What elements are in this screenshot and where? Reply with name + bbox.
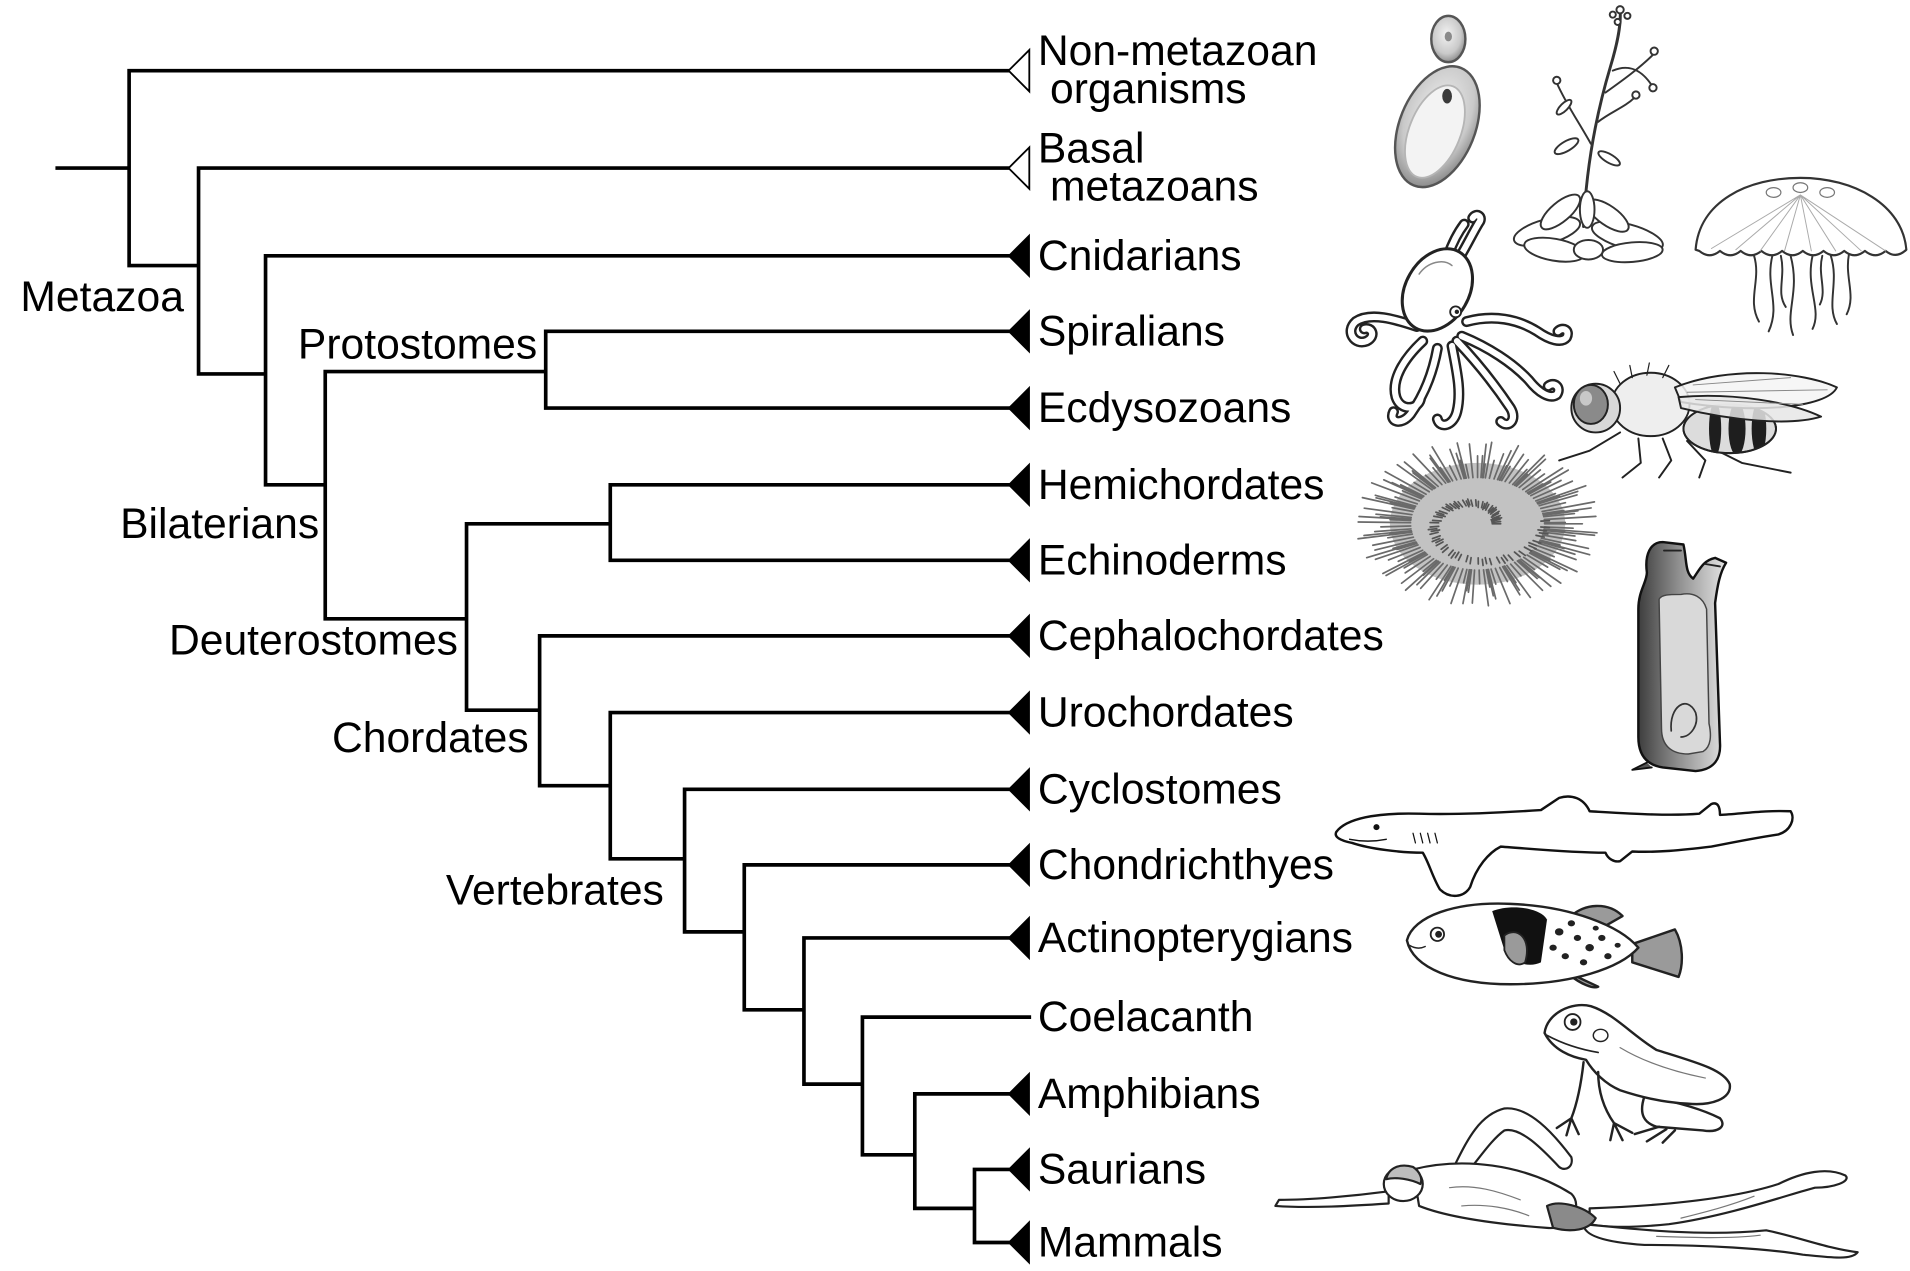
- clade-label-metazoa: Metazoa: [20, 273, 184, 321]
- swimmer-icon: [1275, 1108, 1857, 1257]
- yeast-cell-icon: [1379, 16, 1496, 200]
- leaf-chondrichthyes: Chondrichthyes: [1009, 841, 1334, 889]
- leaf-label: Urochordates: [1038, 689, 1294, 737]
- leaf-tips: Non-metazoanorganismsBasalmetazoansCnida…: [1009, 27, 1384, 1266]
- pufferfish-icon: [1407, 904, 1682, 988]
- filled-triangle-icon: [1009, 311, 1030, 352]
- leaf-label: Cephalochordates: [1038, 612, 1384, 660]
- leaf-label: Cyclostomes: [1038, 765, 1282, 813]
- sea-squirt-icon: [1632, 542, 1726, 771]
- leaf-label: Amphibians: [1038, 1070, 1261, 1118]
- open-triangle-icon: [1009, 50, 1030, 91]
- open-triangle-icon: [1009, 147, 1030, 188]
- filled-triangle-icon: [1009, 917, 1030, 958]
- leaf-label-line-2: metazoans: [1050, 162, 1259, 210]
- clade-label-deuterostomes: Deuterostomes: [169, 617, 458, 665]
- leaf-label: Coelacanth: [1038, 993, 1254, 1041]
- clade-labels: Metazoa Protostomes Bilaterians Deuteros…: [20, 273, 663, 914]
- leaf-label: Spiralians: [1038, 307, 1225, 355]
- leaf-label: Echinoderms: [1038, 536, 1287, 584]
- leaf-spiralians: Spiralians: [1009, 307, 1225, 355]
- clade-label-bilaterians: Bilaterians: [120, 500, 319, 548]
- filled-triangle-icon: [1009, 1149, 1030, 1190]
- filled-triangle-icon: [1009, 769, 1030, 810]
- filled-triangle-icon: [1009, 235, 1030, 276]
- leaf-label: Chondrichthyes: [1038, 841, 1334, 889]
- fruit-fly-icon: [1559, 363, 1837, 478]
- leaf-actinopterygians: Actinopterygians: [1009, 914, 1353, 962]
- leaf-label: Ecdysozoans: [1038, 384, 1292, 432]
- leaf-label: Saurians: [1038, 1145, 1206, 1193]
- leaf-hemichordates: Hemichordates: [1009, 461, 1325, 509]
- leaf-label: Mammals: [1038, 1218, 1223, 1266]
- leaf-cyclostomes: Cyclostomes: [1009, 765, 1282, 813]
- leaf-mammals: Mammals: [1009, 1218, 1223, 1266]
- sea-urchin-icon: [1358, 442, 1597, 605]
- leaf-urochordates: Urochordates: [1009, 689, 1294, 737]
- filled-triangle-icon: [1009, 844, 1030, 885]
- filled-triangle-icon: [1009, 1222, 1030, 1263]
- clade-label-vertebrates: Vertebrates: [446, 866, 664, 914]
- filled-triangle-icon: [1009, 540, 1030, 581]
- leaf-label-line-2: organisms: [1050, 65, 1247, 113]
- clade-label-protostomes: Protostomes: [298, 321, 537, 369]
- shark-icon: [1336, 797, 1793, 896]
- filled-triangle-icon: [1009, 1073, 1030, 1114]
- clade-label-chordates: Chordates: [332, 714, 529, 762]
- leaf-coelacanth: Coelacanth: [1038, 993, 1254, 1041]
- frog-icon: [1545, 1005, 1730, 1143]
- jellyfish-icon: [1696, 178, 1907, 335]
- leaf-echinoderms: Echinoderms: [1009, 536, 1287, 584]
- arabidopsis-plant-icon: [1511, 6, 1666, 266]
- leaf-label: Actinopterygians: [1038, 914, 1353, 962]
- filled-triangle-icon: [1009, 387, 1030, 428]
- leaf-amphibians: Amphibians: [1009, 1070, 1261, 1118]
- leaf-cnidarians: Cnidarians: [1009, 232, 1242, 280]
- filled-triangle-icon: [1009, 615, 1030, 656]
- leaf-label: Hemichordates: [1038, 461, 1325, 509]
- filled-triangle-icon: [1009, 692, 1030, 733]
- leaf-cephalochordates: Cephalochordates: [1009, 612, 1384, 660]
- filled-triangle-icon: [1009, 464, 1030, 505]
- leaf-label: Cnidarians: [1038, 232, 1242, 280]
- leaf-saurians: Saurians: [1009, 1145, 1206, 1193]
- leaf-ecdysozoans: Ecdysozoans: [1009, 384, 1292, 432]
